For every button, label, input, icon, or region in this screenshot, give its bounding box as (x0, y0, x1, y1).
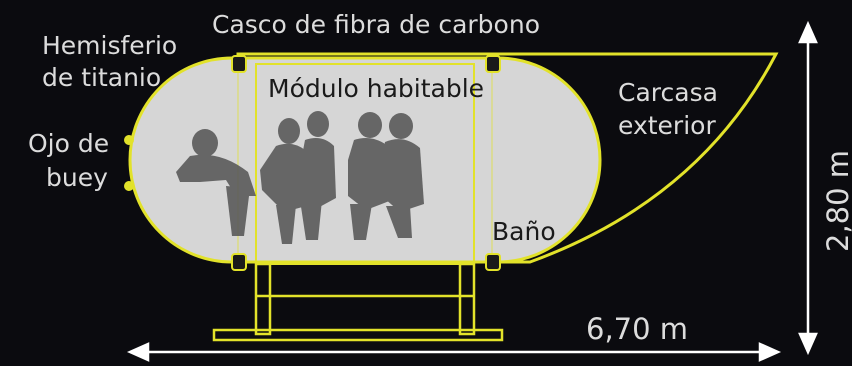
label-hemisferio-2: de titanio (42, 63, 161, 92)
label-carcasa-2: exterior (618, 111, 716, 140)
porthole-markers (124, 135, 134, 191)
label-hemisferio-1: Hemisferio (42, 31, 177, 60)
outer-carcass (236, 52, 779, 264)
label-ojo-2: buey (46, 163, 108, 192)
support-stand (212, 262, 504, 342)
habitable-module (255, 63, 475, 265)
label-modulo: Módulo habitable (268, 74, 484, 103)
label-carcasa-1: Carcasa (618, 78, 718, 107)
label-casco: Casco de fibra de carbono (212, 10, 540, 39)
label-ojo-1: Ojo de (28, 129, 109, 158)
flanges (231, 55, 501, 271)
passenger-silhouettes (176, 111, 424, 244)
label-length: 6,70 m (586, 312, 688, 346)
height-dimension (798, 20, 818, 356)
label-height: 2,80 m (821, 150, 852, 252)
length-dimension (126, 342, 782, 362)
label-bano: Baño (492, 217, 556, 246)
